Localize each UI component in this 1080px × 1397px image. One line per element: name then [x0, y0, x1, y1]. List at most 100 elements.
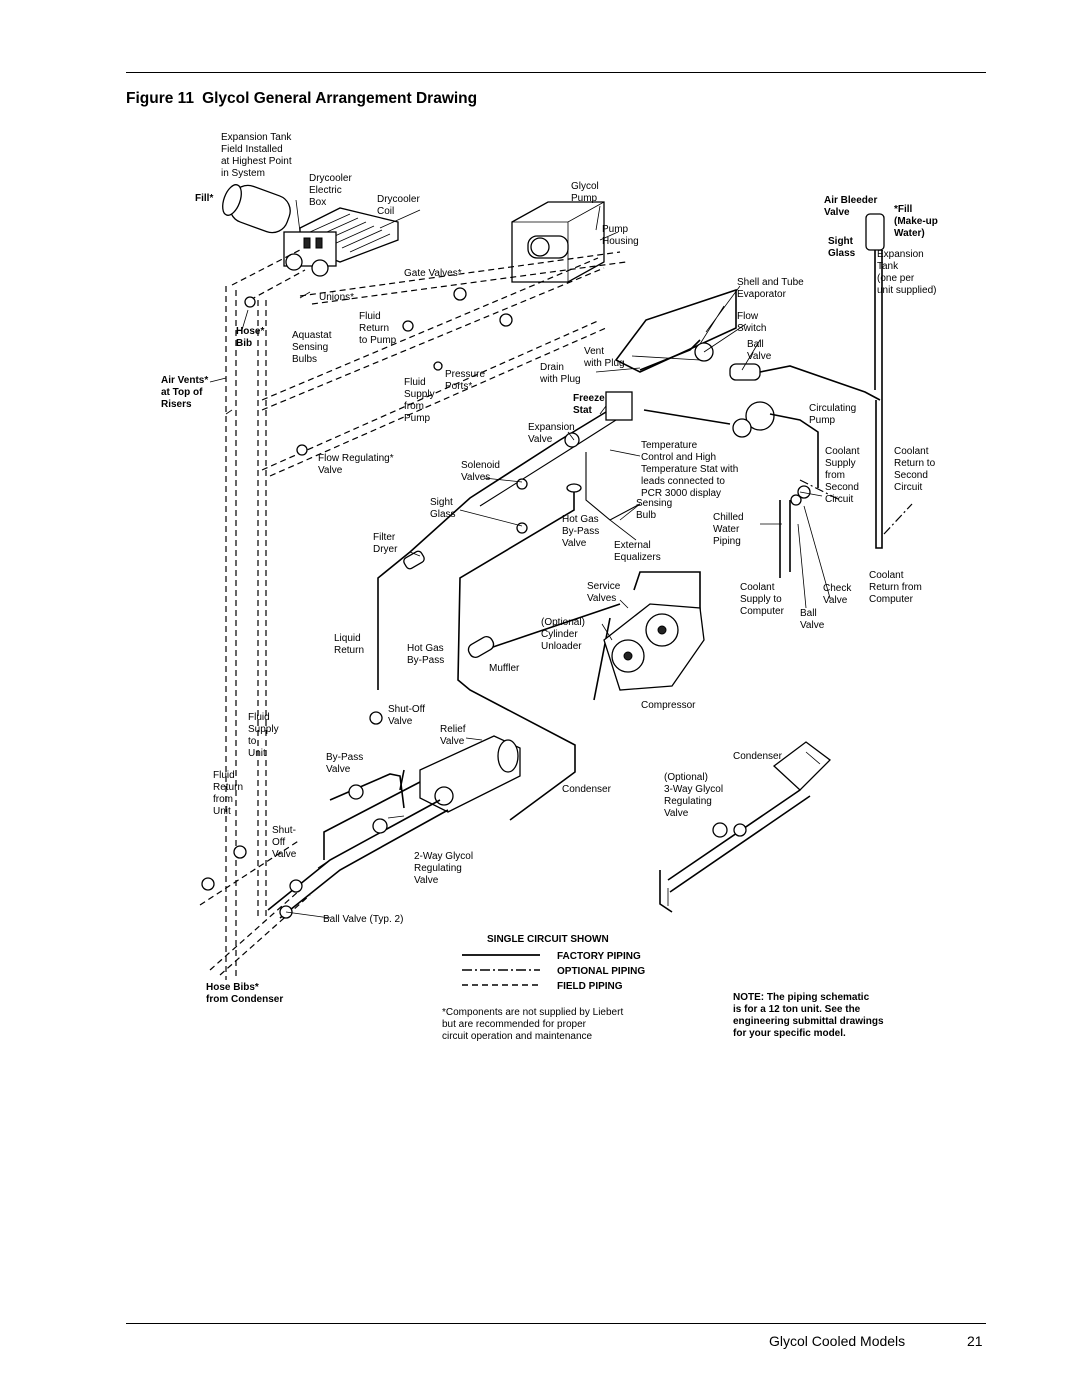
label-line: Bulb — [636, 510, 656, 521]
label-line: *Fill — [894, 204, 913, 215]
label-line: at Top of — [161, 387, 203, 398]
label-line: Fluid — [248, 712, 270, 723]
label-line: External — [614, 540, 651, 551]
label-line: Piping — [713, 536, 741, 547]
label-line: Water — [713, 524, 740, 535]
label-line: Expansion — [528, 422, 575, 433]
label-line: Return — [334, 645, 364, 656]
label-line: Second — [825, 482, 859, 493]
legend-field-piping: FIELD PIPING — [557, 981, 623, 992]
label-line: Pressure — [445, 369, 485, 380]
label-line: Expansion — [877, 249, 924, 260]
label-line: Drain — [540, 362, 564, 373]
label-line: Coolant — [894, 446, 929, 457]
label-line: Control and High — [641, 452, 716, 463]
label-line: Sight — [430, 497, 453, 508]
label-line: Hose* — [236, 326, 264, 337]
compressor — [603, 603, 705, 691]
label-line: Return to — [894, 458, 936, 469]
footer-section: Glycol Cooled Models — [769, 1333, 906, 1349]
label-line: Check — [823, 583, 852, 594]
label-hose-bibs: Hose Bibs*from Condenser — [206, 982, 283, 1005]
label-line: Temperature Stat with — [641, 464, 738, 475]
label-line: Sensing — [292, 342, 328, 353]
label-line: Pump — [809, 415, 836, 426]
label-line: (Make-up — [894, 216, 938, 227]
label-line: Flow Regulating* — [318, 453, 394, 464]
label-line: circuit operation and maintenance — [442, 1031, 593, 1042]
label-line: Off — [272, 837, 285, 848]
label-line: Drycooler — [309, 173, 352, 184]
label-line: Return — [359, 323, 389, 334]
label-line: Equalizers — [614, 552, 661, 563]
label-line: Ball — [800, 608, 817, 619]
footer-page-number: 21 — [967, 1333, 983, 1349]
circulating-pump — [643, 401, 819, 488]
label-line: from — [825, 470, 845, 481]
label-line: Cylinder — [541, 629, 578, 640]
label-line: Regulating — [414, 863, 462, 874]
label-line: Filter — [373, 532, 396, 543]
label-line: Valve — [747, 351, 772, 362]
gate-valves — [244, 287, 513, 456]
label-line: Circuit — [825, 494, 854, 505]
label-line: Valve — [318, 465, 343, 476]
label-line: Electric — [309, 185, 342, 196]
label-line: Valve — [414, 875, 439, 886]
label-line: Hot Gas — [407, 643, 444, 654]
label-line: Glass — [430, 509, 456, 520]
label-line: Service — [587, 581, 621, 592]
label-line: with Plug — [539, 374, 581, 385]
legend: SINGLE CIRCUIT SHOWN FACTORY PIPING OPTI… — [462, 934, 645, 992]
label-unions: Unions* — [319, 292, 354, 303]
drycooler-electric-box — [283, 231, 337, 277]
label-line: Sight — [828, 236, 854, 247]
label-line: Sensing — [636, 498, 672, 509]
label-line: Unit — [213, 806, 231, 817]
label-line: Flow — [737, 311, 759, 322]
label-ball-valve-typ: Ball Valve (Typ. 2) — [323, 914, 403, 925]
label-line: Dryer — [373, 544, 398, 555]
coolant-piping-right — [779, 479, 913, 578]
label-line: to — [248, 736, 257, 747]
label-line: Unit — [248, 748, 266, 759]
label-line: Shut-Off — [388, 704, 425, 715]
label-line: Supply — [404, 389, 435, 400]
label-line: Hose Bibs* — [206, 982, 259, 993]
label-line: Housing — [602, 236, 639, 247]
label-line: Pump — [404, 413, 431, 424]
label-line: Air Bleeder — [824, 195, 877, 206]
label-line: Bib — [236, 338, 252, 349]
label-line: Ball — [747, 339, 764, 350]
label-line: Bulbs — [292, 354, 317, 365]
evaporator — [605, 288, 737, 421]
label-line: at Highest Point — [221, 156, 292, 167]
label-line: Coolant — [740, 582, 775, 593]
label-line: By-Pass — [326, 752, 363, 763]
label-line: Valve — [800, 620, 825, 631]
label-line: Pump — [571, 193, 598, 204]
label-line: Expansion Tank — [221, 132, 292, 143]
header-rule — [126, 72, 986, 73]
label-line: Valve — [528, 434, 553, 445]
label-line: Liquid — [334, 633, 361, 644]
